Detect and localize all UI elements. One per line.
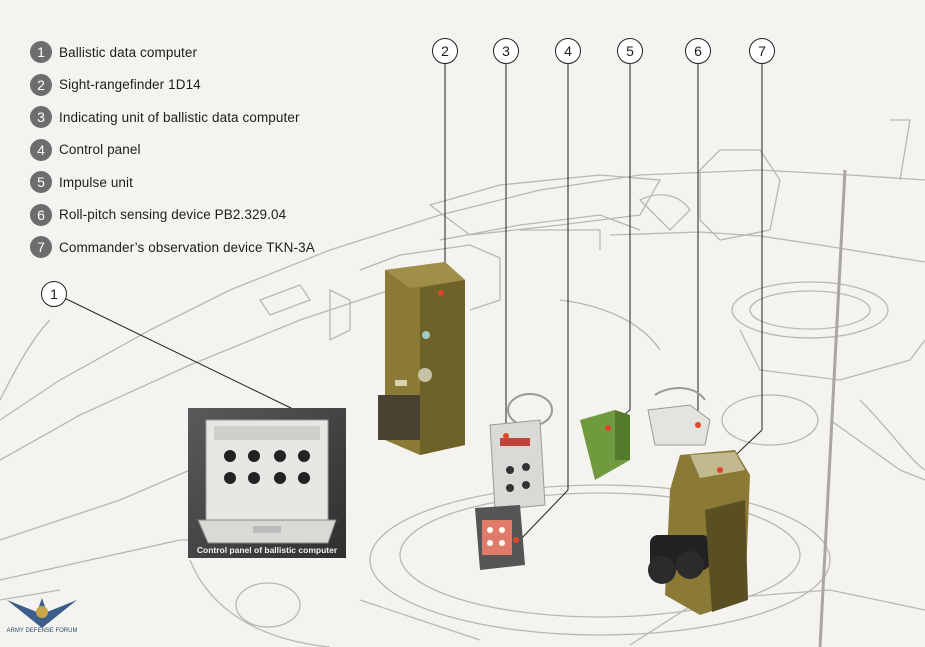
callout-6: 6: [685, 38, 711, 64]
legend-label: Control panel: [59, 142, 141, 158]
legend-item: 4 Control panel: [30, 134, 315, 167]
inset-caption: Control panel of ballistic computer: [196, 545, 338, 555]
turret-line-art: [0, 119, 925, 647]
eagle-emblem-icon: [7, 598, 77, 628]
callout-4: 4: [555, 38, 581, 64]
legend-number-badge: 2: [30, 73, 52, 96]
legend-number-badge: 3: [30, 106, 52, 129]
legend-label: Commander’s observation device TKN-3A: [59, 239, 315, 255]
legend-label: Roll-pitch sensing device PB2.329.04: [59, 207, 287, 223]
legend-item: 2 Sight-rangefinder 1D14: [30, 69, 315, 102]
legend-item: 3 Indicating unit of ballistic data compu…: [30, 101, 315, 134]
legend-label: Ballistic data computer: [59, 44, 198, 60]
callout-7: 7: [749, 38, 775, 64]
callout-2: 2: [432, 38, 458, 64]
watermark-logo: ARMY DEFENSE FORUM: [2, 590, 82, 645]
legend-number-badge: 4: [30, 138, 52, 161]
legend-label: Sight-rangefinder 1D14: [59, 77, 201, 93]
watermark-text: ARMY DEFENSE FORUM: [6, 628, 78, 634]
impulse-unit-device: [580, 410, 630, 480]
control-panel-illustration: [197, 419, 337, 544]
legend-item: 5 Impulse unit: [30, 166, 315, 199]
legend-item: 6 Roll-pitch sensing device PB2.329.04: [30, 199, 315, 232]
legend-number-badge: 7: [30, 236, 52, 259]
commander-observation-device: [648, 450, 750, 615]
legend-number-badge: 6: [30, 203, 52, 226]
callout-3: 3: [493, 38, 519, 64]
legend-item: 1 Ballistic data computer: [30, 36, 315, 69]
legend-label: Indicating unit of ballistic data comput…: [59, 109, 300, 125]
legend: 1 Ballistic data computer 2 Sight-rangefin…: [30, 36, 315, 264]
legend-label: Impulse unit: [59, 174, 133, 190]
callout-1: 1: [41, 281, 67, 307]
indicating-unit-device: [489, 393, 553, 511]
antenna: [818, 169, 847, 647]
callout-5: 5: [617, 38, 643, 64]
sight-rangefinder-device: [378, 262, 465, 455]
roll-pitch-device: [647, 387, 711, 446]
control-panel-device: [475, 505, 525, 570]
legend-number-badge: 5: [30, 171, 52, 194]
control-panel-inset-photo: Control panel of ballistic computer: [188, 408, 346, 558]
legend-item: 7 Commander’s observation device TKN-3A: [30, 231, 315, 264]
legend-number-badge: 1: [30, 41, 52, 64]
